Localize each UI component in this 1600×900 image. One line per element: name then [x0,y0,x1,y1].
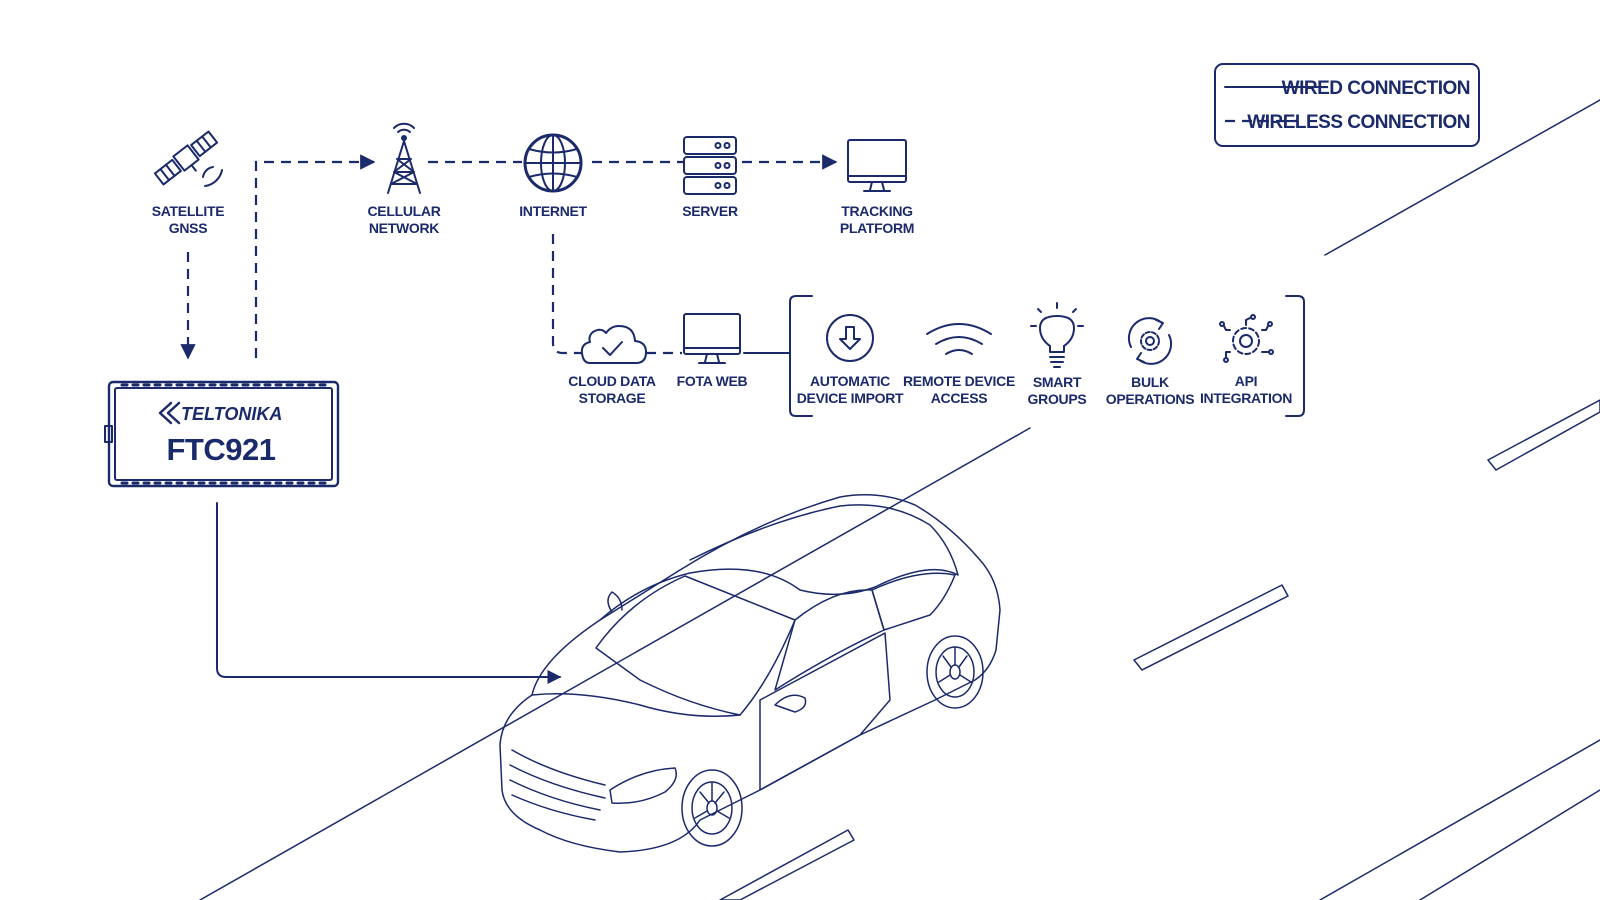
car-door [759,632,891,791]
cloud-label-2: STORAGE [579,390,646,406]
feature-3-label-1: SMART [1033,374,1082,390]
device-model: FTC921 [167,432,276,467]
car-rear-wheel [926,635,984,709]
car [499,494,1001,853]
node-satellite: SATELLITE GNSS [152,130,225,236]
signal-wave-small [202,166,214,178]
cloud-label-1: CLOUD DATA [568,373,656,389]
car-icon [499,494,1001,853]
car-windshield [595,575,796,716]
feature-automatic-import: AUTOMATIC DEVICE IMPORT [797,314,904,406]
internet-label: INTERNET [519,203,587,219]
cloud-check-icon [580,325,647,364]
node-server: SERVER [682,136,738,219]
node-fota: FOTA WEB [677,313,748,389]
road-edge-far [1324,99,1600,256]
cellular-label-2: NETWORK [369,220,439,236]
signal-wave-large [204,169,223,187]
server-label: SERVER [682,203,738,219]
feature-3-label-2: GROUPS [1028,391,1087,407]
satellite-label-2: GNSS [169,220,207,236]
car-headlight [609,767,677,805]
car-body [499,494,1001,853]
legend-box [1214,63,1480,147]
node-cellular: CELLULAR NETWORK [367,122,441,236]
car-side-window [774,589,885,691]
legend-wireless-label: WIRELESS CONNECTION [1247,112,1470,133]
feature-1-label-1: AUTOMATIC [810,373,890,389]
device-box-icon: TELTONIKA FTC921 [104,380,340,488]
wifi-icon [926,323,992,355]
tracking-label-1: TRACKING [841,203,913,219]
link-device-to-car [216,502,562,684]
feature-api-integration: API INTEGRATION [1200,314,1293,406]
teltonika-logo-icon [158,401,181,425]
device-brand: TELTONIKA [181,404,282,424]
fota-label: FOTA WEB [677,373,748,389]
download-circle-icon [826,314,874,362]
server-icon [683,136,737,195]
cell-tower-icon [387,122,421,194]
car-mirror [774,694,807,713]
satellite-label-1: SATELLITE [152,203,224,219]
gear-circuit-icon [1219,314,1274,363]
node-cloud: CLOUD DATA STORAGE [568,325,656,406]
car-roof [599,504,959,621]
feature-remote-access: REMOTE DEVICE ACCESS [903,323,1015,406]
feature-4-label-2: OPERATIONS [1106,391,1195,407]
node-internet: INTERNET [519,133,588,219]
tracking-label-2: PLATFORM [840,220,914,236]
link-internet-to-cloud [551,234,582,355]
car-front-wheel [681,769,743,847]
feature-bulk-operations: BULK OPERATIONS [1106,317,1195,407]
legend: WIRED CONNECTION WIRELESS CONNECTION [1214,63,1480,147]
feature-4-label-1: BULK [1131,374,1169,390]
lane-marking-3 [1487,399,1600,471]
monitor-icon [847,139,907,192]
feature-1-label-2: DEVICE IMPORT [797,390,904,406]
gear-sync-icon [1128,317,1172,365]
lightbulb-icon [1030,302,1084,368]
road-edge-right [1319,739,1600,900]
road-edge-left [199,427,1031,900]
car-hood [531,693,741,717]
car-grille [509,749,606,821]
bracket-right [1285,295,1305,417]
feature-2-label-2: ACCESS [931,390,988,406]
device-ftc921: TELTONIKA FTC921 [104,380,340,488]
connections [180,154,838,684]
globe-icon [523,133,583,193]
lane-marking-2 [1133,584,1289,671]
lane-marking-1 [719,829,855,900]
bracket-left [789,295,813,417]
features-group: AUTOMATIC DEVICE IMPORT REMOTE DEVICE AC… [789,295,1305,417]
feature-5-label-1: API [1235,373,1257,389]
legend-wired-label: WIRED CONNECTION [1282,78,1470,99]
cellular-label-1: CELLULAR [367,203,440,219]
car-rear-window [871,572,956,631]
road-edge-right-inner [1419,789,1600,900]
monitor-icon [683,313,741,364]
car-antenna [607,591,623,613]
link-device-to-cellular [254,154,376,358]
feature-smart-groups: SMART GROUPS [1028,302,1087,407]
feature-2-label-1: REMOTE DEVICE [903,373,1015,389]
satellite-icon [153,130,219,186]
node-tracking: TRACKING PLATFORM [840,139,914,236]
road [199,99,1600,900]
feature-5-label-2: INTEGRATION [1200,390,1292,406]
